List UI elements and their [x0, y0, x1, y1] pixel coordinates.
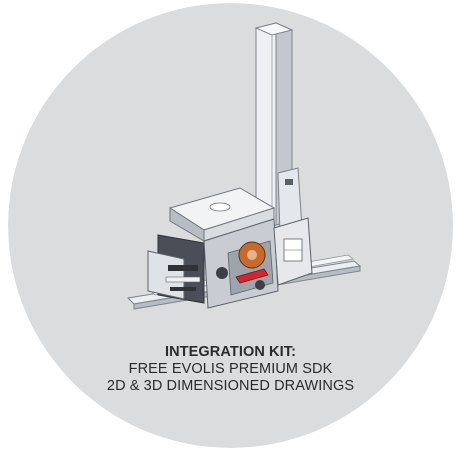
caption-block: INTEGRATION KIT: FREE EVOLIS PREMIUM SDK…: [8, 344, 453, 395]
card-printer-module-illustration: [8, 3, 453, 448]
printer-chassis: [147, 187, 313, 309]
grey-circle-background: INTEGRATION KIT: FREE EVOLIS PREMIUM SDK…: [8, 3, 453, 448]
caption-line-sdk: FREE EVOLIS PREMIUM SDK: [128, 361, 333, 377]
card-hopper-tower: [254, 22, 303, 234]
caption-heading: INTEGRATION KIT:: [164, 344, 297, 360]
caption-line-drawings: 2D & 3D DIMENSIONED DRAWINGS: [106, 378, 355, 394]
